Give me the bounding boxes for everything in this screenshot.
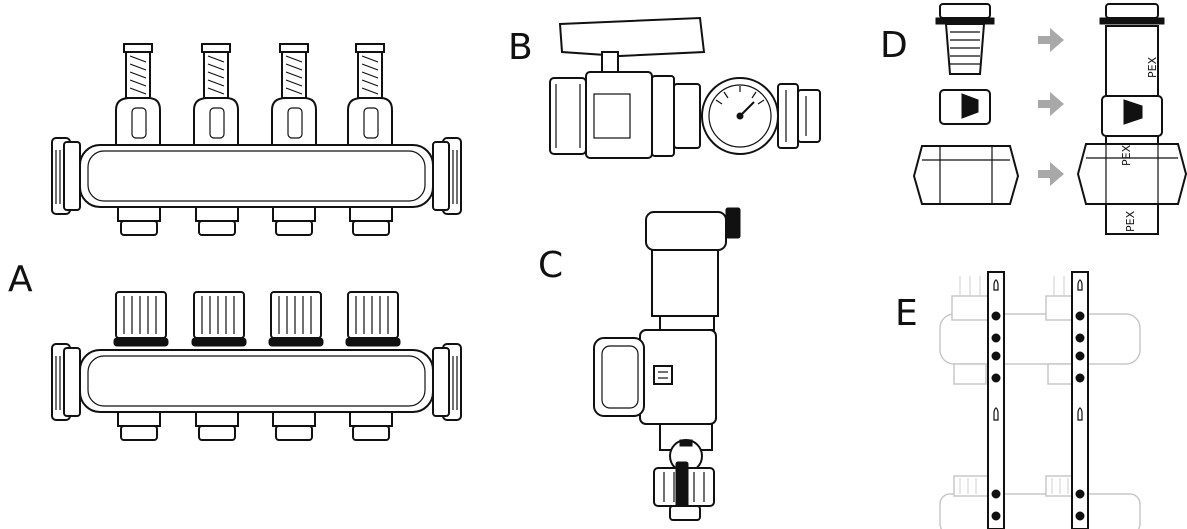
- pex-label-2: PEX: [1120, 144, 1133, 166]
- valve-cap-3: [268, 291, 324, 347]
- valve-cap-2: [191, 291, 247, 347]
- pex-label-1: PEX: [1146, 56, 1159, 78]
- mounting-brackets: [939, 271, 1141, 529]
- flowmeter-3: [271, 43, 317, 146]
- manifold-bottom: [51, 291, 462, 441]
- ghost-manifold-top: [939, 276, 1141, 385]
- outlets-top-manifold: [117, 206, 393, 236]
- pex-fitting-assembled: PEX PEX PEX: [1076, 3, 1187, 235]
- pex-label-3: PEX: [1124, 210, 1137, 232]
- valve-cap-1: [113, 291, 169, 347]
- arrow-1: [1038, 28, 1064, 52]
- flowmeter-1: [115, 43, 161, 146]
- pex-fitting-exploded: [912, 3, 1020, 205]
- ball-valve-with-thermometer: [549, 16, 821, 159]
- outlets-bottom-manifold: [117, 411, 393, 441]
- panel-label-c: C: [538, 245, 564, 286]
- bracket-right: [1071, 271, 1089, 529]
- manifold-top: [51, 43, 462, 236]
- panel-label-d: D: [880, 25, 908, 66]
- bracket-left: [987, 271, 1005, 529]
- panel-label-b: B: [508, 27, 533, 68]
- valve-cap-4: [345, 291, 401, 347]
- panel-label-a: A: [8, 259, 33, 300]
- panel-label-e: E: [895, 293, 918, 334]
- assembly-arrows: [1038, 28, 1064, 186]
- flowmeter-2: [193, 43, 239, 146]
- air-vent-tee: [593, 207, 741, 521]
- flowmeter-4: [347, 43, 393, 146]
- ghost-manifold-bottom: [939, 475, 1141, 529]
- arrow-2: [1038, 92, 1064, 116]
- arrow-3: [1038, 162, 1064, 186]
